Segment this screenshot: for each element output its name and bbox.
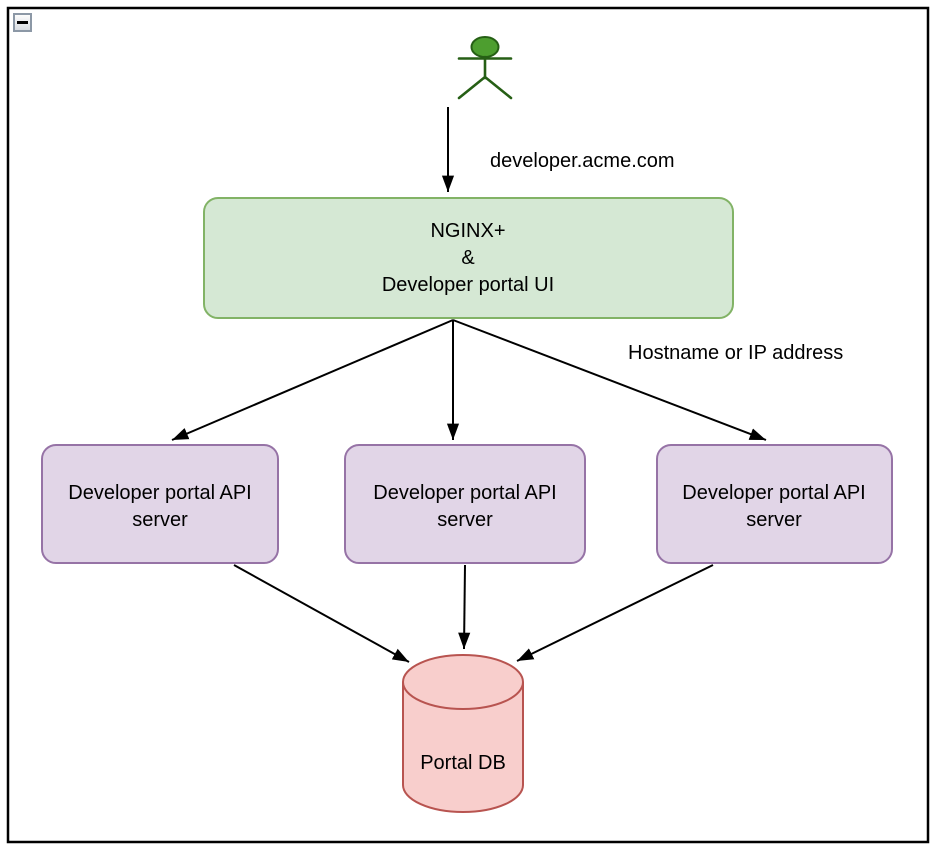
edge-gateway-to-server-3 <box>452 319 767 441</box>
edge-gateway-to-server-1 <box>171 319 454 441</box>
gateway-label-line2: & <box>461 247 475 269</box>
actor-body-icon <box>457 55 513 100</box>
gateway-label-line1: NGINX+ <box>430 220 505 242</box>
gateway-box[interactable] <box>203 197 734 319</box>
collapse-button[interactable] <box>13 13 32 32</box>
node-api-server-3[interactable]: Developer portal API server <box>656 444 893 564</box>
node-gateway[interactable]: NGINX+ & Developer portal UI <box>203 197 734 319</box>
api-server-3-label-line2: server <box>746 509 802 531</box>
db-cylinder-top[interactable] <box>402 654 524 710</box>
actor-head-icon <box>470 36 500 58</box>
api-server-2-label-line2: server <box>437 509 493 531</box>
node-database[interactable]: Portal DB <box>402 654 524 813</box>
edge-server-3-to-db <box>516 564 714 662</box>
gateway-label-line3: Developer portal UI <box>382 274 554 296</box>
edge-server-1-to-db <box>233 564 410 663</box>
api-server-1-label-line1: Developer portal API <box>68 482 251 504</box>
node-api-server-1[interactable]: Developer portal API server <box>41 444 279 564</box>
api-server-1-label-line2: server <box>132 509 188 531</box>
minus-icon <box>17 21 28 24</box>
api-server-3-box[interactable] <box>656 444 893 564</box>
api-server-3-label-line1: Developer portal API <box>682 482 865 504</box>
api-server-1-box[interactable] <box>41 444 279 564</box>
api-server-2-box[interactable] <box>344 444 586 564</box>
edge-label-domain: developer.acme.com <box>490 150 675 172</box>
node-api-server-2[interactable]: Developer portal API server <box>344 444 586 564</box>
user-actor[interactable] <box>457 36 513 100</box>
db-cylinder-body[interactable] <box>402 682 524 813</box>
db-label: Portal DB <box>420 752 506 774</box>
edge-server-2-to-db <box>458 564 471 650</box>
edge-label-routing: Hostname or IP address <box>628 342 843 364</box>
api-server-2-label-line1: Developer portal API <box>373 482 556 504</box>
